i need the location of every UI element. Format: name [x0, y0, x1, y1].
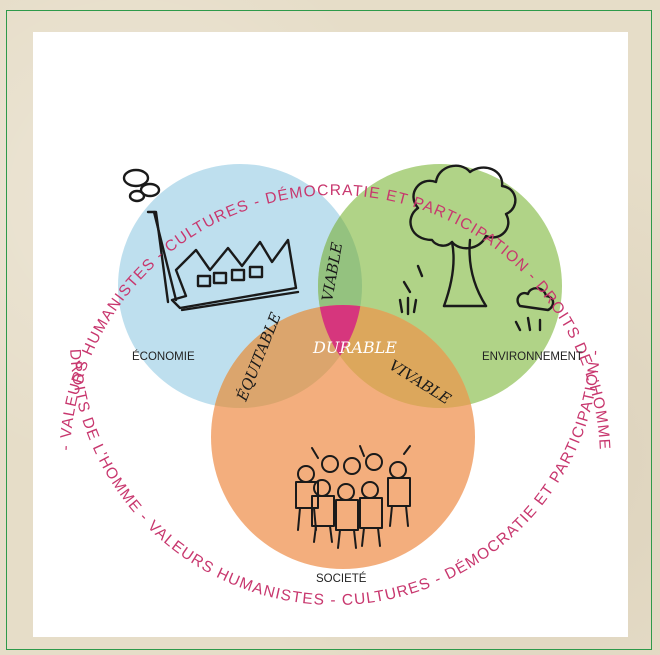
durable-label: DURABLE — [312, 338, 397, 357]
factory-icon — [122, 168, 300, 312]
equitable-overlap — [211, 305, 362, 408]
people-icon — [295, 445, 411, 549]
economy-label: ÉCONOMIE — [132, 350, 195, 363]
society-label: SOCIETÉ — [316, 572, 367, 585]
environment-label: ENVIRONNEMENT — [482, 351, 583, 363]
green-frame — [6, 10, 652, 650]
tree-icon — [398, 164, 555, 332]
vivable-overlap — [318, 305, 475, 408]
